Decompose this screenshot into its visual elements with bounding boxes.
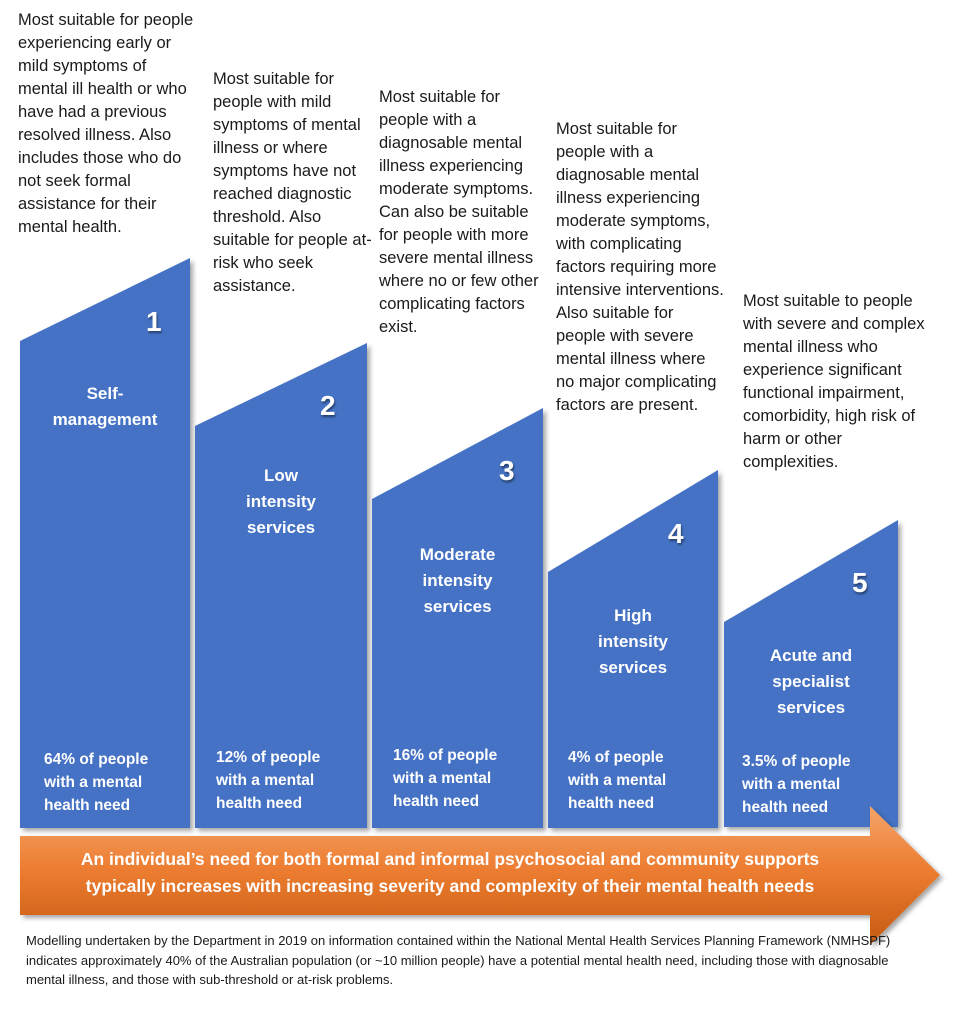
tier-2-title-line: intensity [246,492,316,511]
tier-4-column [548,470,718,828]
tier-1-description: Most suitable for people experiencing ea… [18,11,194,236]
tier-5-population-line: 3.5% of people [742,753,851,770]
tier-2-title: Low intensity services [195,463,367,541]
tier-5-description: Most suitable to people with severe and … [743,292,925,471]
tier-5-column [724,520,898,827]
tier-1-number: 1 [146,306,162,337]
arrow-banner-line: An individual’s need for both formal and… [80,849,820,869]
tier-3-title-line: Moderate [419,545,496,564]
tier-2-title-line: Low [264,466,298,485]
tier-2-population: 12% of people with a mental health need [216,746,320,815]
tier-4-population-line: health need [568,795,655,812]
tier-4-population-line: with a mental [568,772,667,789]
tier-5-population: 3.5% of people with a mental health need [742,750,851,819]
tier-1-title-line: Self- [86,384,124,403]
tier-1-population-line: 64% of people [44,751,149,768]
tier-2-population-line: with a mental [216,772,315,789]
tier-5-title: Acute and specialist services [724,643,898,721]
tier-4-number: 4 [668,518,684,549]
arrow-banner-text: An individual’s need for both formal and… [40,846,860,900]
tier-3-column [372,408,543,828]
tier-3-title-line: intensity [422,571,493,590]
tier-1-population: 64% of people with a mental health need [44,748,148,817]
tier-3-title: Moderate intensity services [372,542,543,620]
footnote: Modelling undertaken by the Department i… [26,933,891,987]
tier-3-number: 3 [499,455,515,486]
tier-4-description: Most suitable for people with a diagnosa… [556,120,724,414]
tier-5-population-line: with a mental [742,776,841,793]
tier-5-population-line: health need [742,799,829,816]
tier-2-title-line: services [246,518,316,537]
tier-1-column [20,258,190,828]
tier-1-title: Self- management [20,381,190,433]
tier-5-title-line: Acute and [769,646,853,665]
tier-1-population-line: with a mental [44,774,143,791]
tier-4-population-line: 4% of people [568,749,664,766]
tier-5-title-line: services [776,698,846,717]
tier-3-population-line: health need [393,793,480,810]
tier-1-population-line: health need [44,797,131,814]
tier-2-column [195,343,367,828]
tier-5-title-line: specialist [772,672,850,691]
tier-5-number: 5 [852,567,868,598]
tier-3-population: 16% of people with a mental health need [393,744,497,813]
tier-4-title-line: High [614,606,652,625]
tier-3-description: Most suitable for people with a diagnosa… [379,88,539,336]
tier-4-title-line: intensity [598,632,668,651]
tier-2-population-line: health need [216,795,303,812]
severity-arrow [20,806,940,945]
tier-3-population-line: 16% of people [393,747,498,764]
tier-2-description: Most suitable for people with mild sympt… [213,70,372,295]
tier-1-title-line: management [52,410,158,429]
tier-4-population: 4% of people with a mental health need [568,746,666,815]
tier-2-number: 2 [320,390,336,421]
arrow-banner-line: typically increases with increasing seve… [85,876,815,896]
tier-4-title-line: services [598,658,668,677]
tier-4-title: High intensity services [548,603,718,681]
tier-3-population-line: with a mental [393,770,492,787]
tier-2-population-line: 12% of people [216,749,321,766]
tier-3-title-line: services [423,597,492,616]
